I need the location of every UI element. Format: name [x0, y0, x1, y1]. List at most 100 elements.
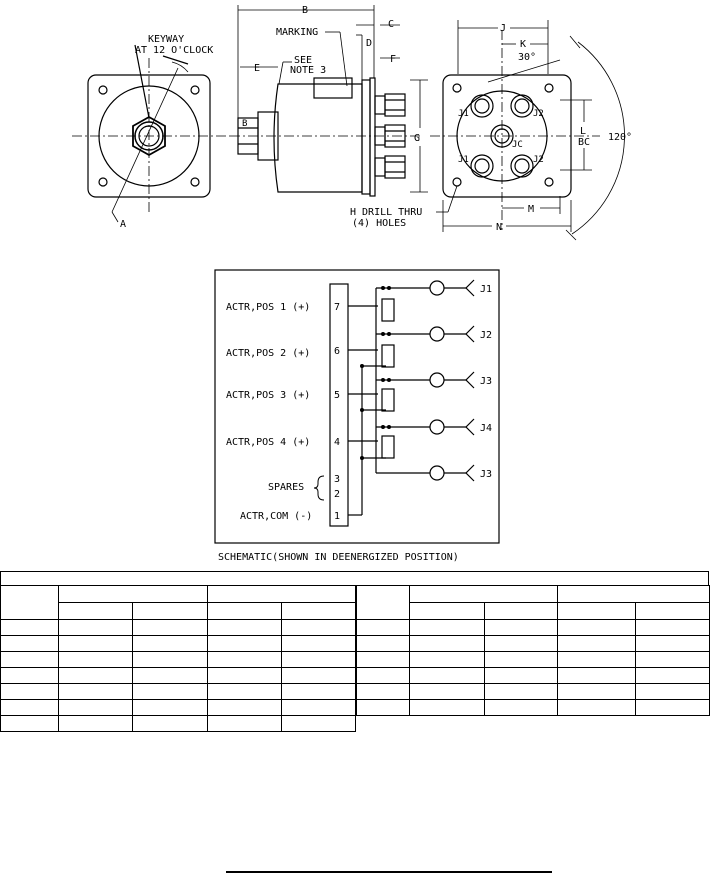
table-cell [132, 667, 208, 684]
table-subheader-cell [281, 602, 356, 620]
output-j3: J3 [480, 376, 492, 387]
pin-1: 1 [334, 511, 340, 522]
table-cell [0, 651, 59, 668]
actr-com-label: ACTR,COM (-) [240, 511, 312, 522]
table-header-cell [58, 585, 208, 603]
table-cell [483, 619, 559, 636]
left-end-view [72, 44, 230, 223]
table-row [356, 651, 710, 668]
table-row [356, 619, 710, 636]
table-cell [281, 619, 356, 636]
dim-d: D [366, 38, 372, 49]
table-cell [635, 683, 710, 700]
output-j1: J1 [480, 284, 492, 295]
table-cell [635, 619, 710, 636]
table-cell [207, 683, 282, 700]
table-cell [207, 619, 282, 636]
table-cell [635, 699, 710, 716]
table-cell [58, 619, 133, 636]
actr-pos-1-label: ACTR,POS 1 (+) [226, 302, 310, 313]
table-cell [557, 667, 637, 684]
note3-callout: NOTE 3 [290, 65, 326, 76]
dim-k: K [520, 39, 526, 50]
actr-pos-3-label: ACTR,POS 3 (+) [226, 390, 310, 401]
table-row [0, 619, 356, 636]
table-header-cell [356, 585, 410, 620]
keyway-callout-2: AT 12 O'CLOCK [135, 45, 213, 56]
footer-rule [226, 871, 552, 873]
table-left-half [0, 585, 356, 732]
table-header-cell [207, 585, 356, 603]
table-row [356, 699, 710, 716]
table-cell [132, 619, 208, 636]
dim-n: N [496, 222, 502, 233]
table-cell [408, 635, 485, 652]
table-cell [557, 651, 637, 668]
keyway-callout: KEYWAY [148, 34, 184, 45]
table-cell [58, 683, 133, 700]
actr-pos-4-label: ACTR,POS 4 (+) [226, 437, 310, 448]
table-subheader-cell [58, 602, 133, 620]
table-cell [483, 683, 559, 700]
dim-bc: BC [578, 137, 590, 148]
table-cell [58, 715, 133, 732]
table-cell [635, 651, 710, 668]
table-right-half [356, 585, 710, 716]
table-cell [0, 619, 59, 636]
table-subheader-cell [483, 602, 559, 620]
dim-e: E [254, 63, 260, 74]
table-cell [356, 683, 410, 700]
table-cell [0, 683, 59, 700]
table-row [0, 683, 356, 700]
table-row [356, 667, 710, 684]
table-cell [483, 635, 559, 652]
output-j3-last: J3 [480, 469, 492, 480]
table-row [356, 635, 710, 652]
table-subheader-cell [557, 602, 637, 620]
table-cell [483, 667, 559, 684]
schematic-diagram [214, 269, 500, 544]
table-cell [408, 619, 485, 636]
table-subheader-cell [207, 602, 282, 620]
h-drill-callout: H DRILL THRU [350, 207, 422, 218]
table-cell [58, 635, 133, 652]
dim-b: B [302, 5, 308, 16]
schematic-junctions [360, 286, 391, 460]
table-cell [281, 667, 356, 684]
table-cell [0, 699, 59, 716]
table-cell [408, 699, 485, 716]
table-cell [132, 635, 208, 652]
dim-m: M [528, 204, 534, 215]
table-cell [483, 699, 559, 716]
table-cell [281, 715, 356, 732]
table-row [0, 699, 356, 716]
right-end-view [430, 20, 625, 241]
angle-120: 120° [608, 132, 632, 143]
pin-6: 6 [334, 346, 340, 357]
table-cell [408, 667, 485, 684]
actr-pos-2-label: ACTR,POS 2 (+) [226, 348, 310, 359]
port-jc: JC [512, 140, 523, 150]
table-title-row [0, 571, 709, 585]
pin-2: 2 [334, 489, 340, 500]
table-cell [356, 651, 410, 668]
table-cell [557, 635, 637, 652]
table-cell [207, 699, 282, 716]
table-cell [408, 651, 485, 668]
table-cell [281, 683, 356, 700]
table-row [0, 635, 356, 652]
dim-f: F [390, 54, 396, 65]
dim-c: C [388, 19, 394, 30]
table-row [0, 667, 356, 684]
table-row [0, 651, 356, 668]
marking-callout: MARKING [276, 27, 318, 38]
table-cell [207, 715, 282, 732]
table-cell [58, 699, 133, 716]
table-cell [356, 635, 410, 652]
table-cell [635, 667, 710, 684]
dim-a: A [120, 219, 126, 230]
table-subheader-cell [132, 602, 208, 620]
table-cell [58, 651, 133, 668]
table-row [356, 683, 710, 700]
